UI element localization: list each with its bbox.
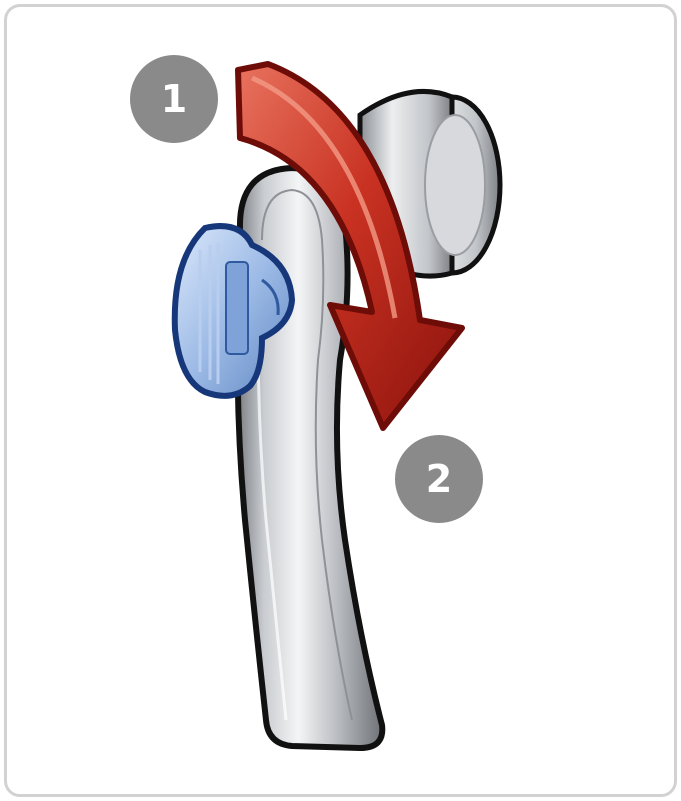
step-1-badge: 1 — [130, 55, 218, 143]
step-2-badge: 2 — [395, 435, 483, 523]
